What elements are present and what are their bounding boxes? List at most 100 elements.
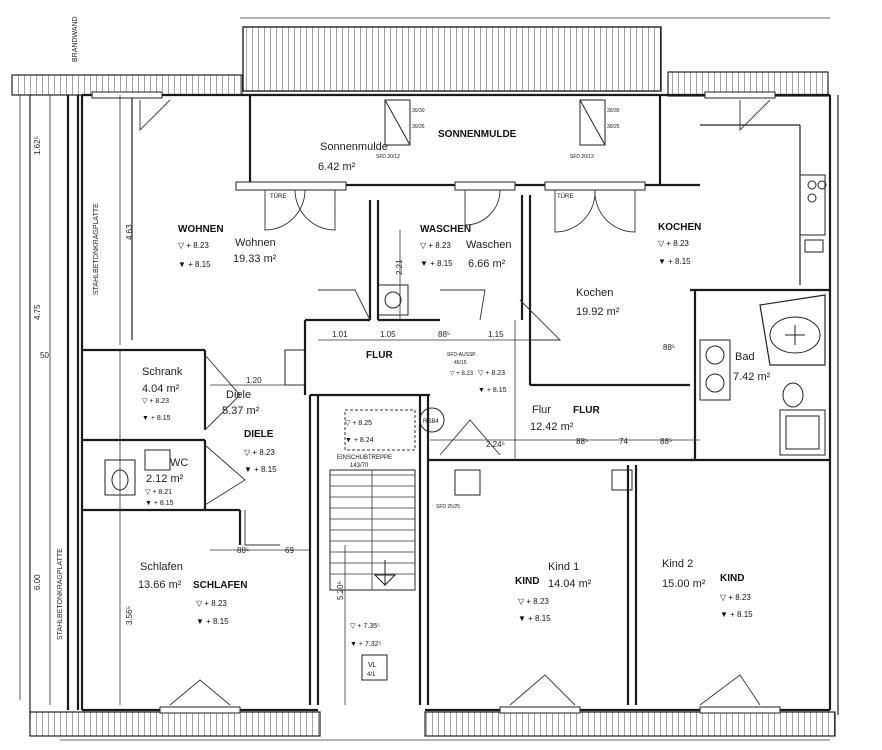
bath-fixtures: [104, 174, 827, 496]
room-name-flur: Flur: [532, 404, 551, 416]
dim-520: 5.20⁵: [336, 581, 345, 600]
vl-box-label: VL: [368, 662, 377, 669]
room-area-kochen: 19.92 m²: [576, 306, 620, 318]
dim-101: 1.01: [332, 330, 348, 339]
room-level-lower-diele: ▼ + 8.15: [244, 465, 277, 474]
room-level-upper-schrank: ▽ + 8.23: [142, 398, 169, 405]
sfd-label-3: SFD 25/25: [436, 504, 460, 510]
room-name-bad: Bad: [735, 351, 755, 363]
tuere-1: TÜRE: [270, 193, 286, 200]
room-area-waschen: 6.66 m²: [468, 258, 506, 270]
room-area-sonnenmulde: 6.42 m²: [318, 161, 356, 173]
room-area-schlafen: 13.66 m²: [138, 579, 182, 591]
shafts: [284, 99, 633, 681]
room-level-upper-schlafen: ▽ + 8.23: [196, 599, 227, 608]
stair-note: EINSCHUBTREPPE: [337, 455, 392, 461]
room-name-sonnenmulde: Sonnenmulde: [320, 141, 388, 153]
dim-74: 74: [619, 437, 628, 446]
vl-box-sub: 4/1: [367, 672, 376, 678]
dim-69: 69: [285, 546, 294, 555]
room-level-upper-waschen: ▽ + 8.23: [420, 241, 451, 250]
dim-475: 4.75: [33, 304, 42, 320]
stair-note-dim: 143/70: [350, 463, 369, 469]
room-area-schrank: 4.04 m²: [142, 383, 180, 395]
vent-30-25-b: 30/25: [607, 124, 620, 130]
stahlbeton-label: STAHLBETONKRAGPLATTE: [93, 203, 100, 295]
room-name-schrank: Schrank: [142, 366, 183, 378]
room-name-kind2: Kind 2: [662, 558, 693, 570]
room-level-lower-flur: ▼ + 8.15: [478, 387, 507, 394]
vertical-labels: BRANDWAND STAHLBETONKRAGPLATTE STAHLBETO…: [33, 16, 404, 640]
dim-50: 50: [40, 351, 49, 360]
room-area-kind2: 15.00 m²: [662, 578, 706, 590]
room-code-schlafen: SCHLAFEN: [193, 580, 247, 591]
stair-level-upper: ▽ + 8.25: [345, 420, 372, 427]
dim-105: 1.05: [380, 330, 396, 339]
roof-overhang: [11, 26, 836, 737]
vent-30-25-a: 30/25: [412, 124, 425, 130]
dim-120: 1.20: [246, 376, 262, 385]
stahlbeton-left-label: STAHLBETONKRAGPLATTE: [57, 548, 64, 640]
brandwand-label: BRANDWAND: [72, 16, 79, 62]
room-level-lower-schlafen: ▼ + 8.15: [196, 617, 229, 626]
dim-221: 2.21: [395, 259, 404, 275]
room-level-upper-kind2: ▽ + 8.23: [720, 593, 751, 602]
dimension-labels: 1.01 1.05 88⁵ 1.15 1.20 2.24⁵ 88⁵ 74 88⁵…: [40, 330, 675, 555]
room-level-lower-schrank: ▼ + 8.15: [142, 415, 171, 422]
rsb-label: RSB4: [423, 419, 439, 425]
sfd-label-2: SFD 20/12: [570, 154, 594, 160]
room-level-upper-diele: ▽ + 8.23: [244, 448, 275, 457]
dimension-lines: [19, 17, 830, 741]
dim-115: 1.15: [488, 330, 504, 339]
room-level-lower-kochen: ▼ + 8.15: [658, 257, 691, 266]
room-area-wc: 2.12 m²: [146, 473, 184, 485]
room-area-bad: 7.42 m²: [733, 371, 771, 383]
dim-88-e: 88⁵: [237, 546, 249, 555]
room-labels: WOHNEN ▽ + 8.23 ▼ + 8.15 Wohnen 19.33 m²…: [138, 108, 771, 678]
room-code-waschen: WASCHEN: [420, 224, 471, 235]
room-code-wohnen: WOHNEN: [178, 224, 224, 235]
stair-flight: [329, 409, 416, 591]
dim-88-c: 88⁵: [660, 437, 672, 446]
room-name-diele: Diele: [226, 389, 251, 401]
room-name-wohnen: Wohnen: [235, 237, 276, 249]
room-name-waschen: Waschen: [466, 239, 511, 251]
room-level-lower-kind1: ▼ + 8.15: [518, 614, 551, 623]
room-level-lower-waschen: ▼ + 8.15: [420, 259, 453, 268]
room-name-schlafen: Schlafen: [140, 561, 183, 573]
room-code-kind2: KIND: [720, 573, 744, 584]
room-area-wohnen: 19.33 m²: [233, 253, 277, 265]
dim-162: 1.62⁵: [33, 136, 42, 155]
room-level-lower-wc: ▼ + 8.15: [145, 500, 174, 507]
dim-88-a: 88⁵: [438, 330, 450, 339]
flur-code-top: FLUR: [366, 350, 393, 361]
room-area-diele: 5.37 m²: [222, 405, 260, 417]
room-name-kochen: Kochen: [576, 287, 613, 299]
room-code-diele: DIELE: [244, 429, 274, 440]
dim-88-b: 88⁵: [576, 437, 588, 446]
landing-level-upper: ▽ + 7.35⁵: [350, 623, 380, 630]
room-name-wc: WC: [170, 457, 188, 469]
room-name-kind1: Kind 1: [548, 561, 579, 573]
door-swings: [139, 99, 771, 706]
sfd-aussp-dim: 45/15: [454, 360, 467, 366]
dim-463: 4.63: [125, 224, 134, 240]
stair-level-lower: ▼ + 8.24: [345, 437, 374, 444]
room-code-kind1: KIND: [515, 576, 539, 587]
room-level-upper-kochen: ▽ + 8.23: [658, 239, 689, 248]
tuere-2: TÜRE: [557, 193, 573, 200]
room-level-upper-kind1: ▽ + 8.23: [518, 597, 549, 606]
room-level-upper-wc: ▽ + 8.21: [145, 489, 172, 496]
vent-30-30-b: 30/30: [607, 108, 620, 114]
sfd-aussp: SFD-AUSSP.: [447, 352, 476, 358]
sfd-label-1: SFD 20/12: [376, 154, 400, 160]
room-level-upper-flur: ▽ + 8.23: [478, 370, 505, 377]
room-level-lower-wohnen: ▼ + 8.15: [178, 260, 211, 269]
room-area-flur: 12.42 m²: [530, 421, 574, 433]
windows: [91, 91, 781, 714]
landing-level-lower: ▼ + 7.32⁵: [350, 641, 382, 648]
room-code-sonnenmulde: SONNENMULDE: [438, 129, 517, 140]
level-mid-upper: ▽ + 8.23: [450, 371, 474, 377]
room-code-flur: FLUR: [573, 405, 600, 416]
